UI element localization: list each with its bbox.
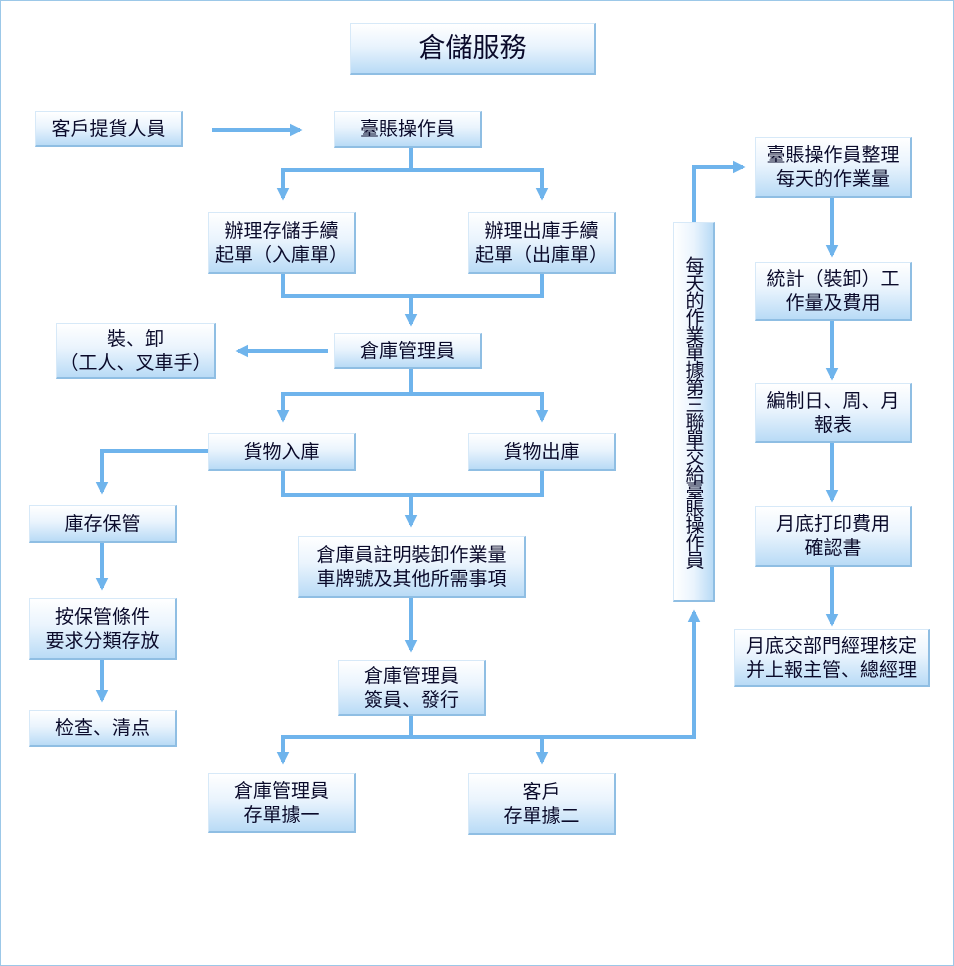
arrow-manager-to-goods-in xyxy=(276,369,413,423)
arrow-goods-in-to-stock xyxy=(95,449,208,495)
node-receipt-two: 客戶 存單據二 xyxy=(468,773,616,835)
arrow-operator-to-outbound xyxy=(411,168,549,201)
arrow-manager-to-goods-out xyxy=(411,392,549,423)
node-customer-pickup: 客戶提貨人員 xyxy=(35,111,183,147)
node-clerk-notes: 倉庫員註明裝卸作業量 車牌號及其他所需事項 xyxy=(298,536,526,598)
arrow-sign-to-receipt-one xyxy=(276,716,413,765)
connector-procedures-merge xyxy=(281,274,544,298)
arrow-third-copy-to-daily xyxy=(692,160,746,222)
node-loading: 裝、卸 （工人、叉車手） xyxy=(56,323,216,379)
node-daily-workload: 臺賬操作員整理 每天的作業量 xyxy=(755,137,912,198)
node-print-bill: 月底打印費用 確認書 xyxy=(755,506,912,567)
node-stats: 統計（裝卸）工 作量及費用 xyxy=(755,262,912,321)
arrow-operator-to-inbound xyxy=(276,148,413,201)
node-account-operator: 臺賬操作員 xyxy=(334,111,482,148)
node-monthly-submit: 月底交部門經理核定 并上報主管、總經理 xyxy=(734,629,930,687)
node-goods-in: 貨物入庫 xyxy=(208,433,356,471)
node-warehouse-manager: 倉庫管理員 xyxy=(334,333,482,369)
node-third-copy: 每天的作業單據第三聯單交給臺賬操作員 xyxy=(673,222,715,602)
page-title: 倉儲服務 xyxy=(350,23,596,75)
node-reports: 編制日、周、月 報表 xyxy=(755,383,912,443)
arrow-sign-to-receipt-two xyxy=(411,735,549,765)
connector-goods-merge xyxy=(281,471,544,497)
node-receipt-one: 倉庫管理員 存單據一 xyxy=(208,773,356,833)
node-goods-out: 貨物出庫 xyxy=(468,433,616,471)
node-inspect-count: 检查、清点 xyxy=(29,710,177,747)
node-manager-sign: 倉庫管理員 簽員、發行 xyxy=(338,660,486,716)
node-inbound-procedure: 辦理存儲手續 起單（入庫單） xyxy=(208,212,356,274)
arrow-sign-to-third-copy xyxy=(542,609,701,739)
node-classify-storage: 按保管條件 要求分類存放 xyxy=(29,598,177,660)
node-outbound-procedure: 辦理出庫手續 起單（出庫單） xyxy=(468,212,616,274)
node-stock-keeping: 庫存保管 xyxy=(29,505,177,543)
